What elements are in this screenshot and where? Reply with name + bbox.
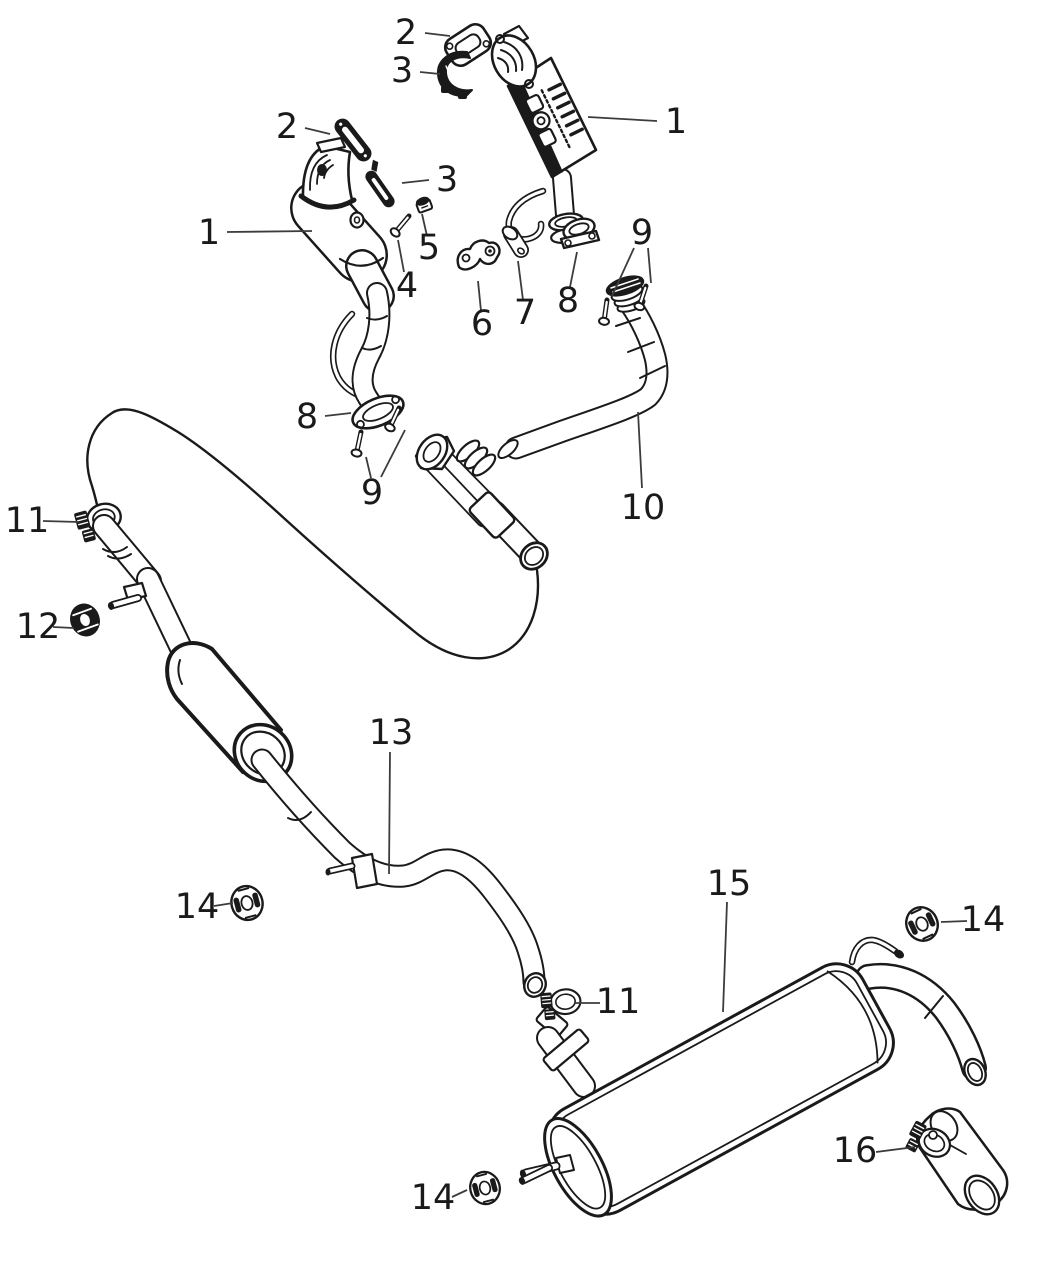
pipe-insulator bbox=[899, 900, 945, 948]
flange-bolt bbox=[599, 299, 612, 325]
leader-line bbox=[587, 116, 658, 122]
resonator-inlet-pipe bbox=[92, 514, 194, 662]
leader-line bbox=[421, 213, 428, 237]
callout-label: 6 bbox=[471, 304, 493, 344]
leader-line bbox=[304, 127, 331, 135]
leader-line bbox=[477, 280, 482, 312]
tailpipe bbox=[855, 963, 987, 1087]
exhaust-clamp-right bbox=[559, 217, 601, 250]
pipe-insulator bbox=[465, 1167, 505, 1209]
leader-line bbox=[388, 751, 391, 875]
pipe-insulator bbox=[65, 599, 105, 641]
band-clamp bbox=[538, 987, 583, 1022]
callout-label: 5 bbox=[418, 228, 440, 268]
front-y-pipe bbox=[414, 435, 549, 571]
callout-label: 8 bbox=[557, 281, 579, 321]
exhaust-pipe-loop bbox=[86, 408, 540, 660]
muffler-hanger-rod bbox=[848, 936, 905, 966]
callout-label: 11 bbox=[5, 501, 50, 541]
leader-line bbox=[637, 411, 643, 489]
leader-line bbox=[569, 251, 578, 288]
catalytic-converter-left bbox=[290, 136, 405, 430]
crossover-pipe bbox=[504, 275, 669, 460]
muffler-inlet-pipe bbox=[535, 1006, 596, 1098]
leader-line bbox=[52, 626, 75, 629]
callout-label: 1 bbox=[198, 213, 220, 253]
callout-label: 16 bbox=[833, 1131, 878, 1171]
leader-line bbox=[401, 179, 430, 184]
pipe-insulator bbox=[226, 881, 268, 925]
leader-line bbox=[647, 247, 652, 284]
hanger-bracket bbox=[456, 239, 501, 271]
leader-line bbox=[324, 412, 352, 417]
leader-line bbox=[722, 901, 728, 1013]
callout-label: 14 bbox=[961, 900, 1006, 940]
flange-bolt bbox=[389, 213, 413, 239]
leader-line bbox=[611, 247, 635, 297]
intermediate-pipe bbox=[250, 748, 547, 998]
insulator-pin bbox=[518, 1164, 553, 1185]
leader-line bbox=[940, 920, 968, 923]
leader-line bbox=[451, 1189, 468, 1198]
insulator-bushing bbox=[501, 225, 529, 258]
callout-label: 7 bbox=[514, 293, 536, 333]
leader-line bbox=[213, 902, 234, 907]
converter-clamp-top bbox=[436, 50, 473, 99]
callout-label: 1 bbox=[665, 102, 687, 142]
callout-label: 2 bbox=[276, 107, 298, 147]
leader-line bbox=[365, 456, 372, 479]
converter-inlet-cone bbox=[301, 136, 354, 208]
exhaust-tip bbox=[916, 1107, 1009, 1216]
flange-gasket-left bbox=[334, 118, 372, 162]
tip-clamp-bolt bbox=[928, 1130, 938, 1140]
flange-nut bbox=[415, 196, 434, 214]
callout-label: 3 bbox=[436, 160, 458, 200]
crossover-flange bbox=[605, 275, 646, 313]
leader-line bbox=[875, 1146, 916, 1153]
flange-gasket-ring-inner bbox=[422, 441, 442, 463]
callout-label: 15 bbox=[707, 864, 752, 904]
callout-label: 13 bbox=[369, 713, 414, 753]
leader-line bbox=[424, 32, 451, 37]
callout-label: 12 bbox=[16, 607, 61, 647]
callout-label: 9 bbox=[361, 473, 383, 513]
leader-line bbox=[42, 520, 80, 523]
callout-label: 9 bbox=[631, 213, 653, 253]
catalytic-converter-right bbox=[490, 24, 598, 244]
callout-label: 14 bbox=[175, 887, 220, 927]
callout-label: 11 bbox=[596, 982, 641, 1022]
callout-label: 14 bbox=[411, 1178, 456, 1218]
callout-label: 2 bbox=[395, 13, 417, 53]
muffler bbox=[543, 962, 895, 1218]
leader-line bbox=[397, 239, 405, 273]
callout-label: 10 bbox=[621, 488, 666, 528]
leader-line bbox=[517, 260, 524, 301]
leader-line bbox=[419, 71, 441, 75]
flange-bolt bbox=[351, 431, 366, 458]
callout-label: 8 bbox=[296, 397, 318, 437]
leader-line bbox=[226, 230, 313, 233]
callout-label: 4 bbox=[396, 266, 418, 306]
converter-clamp-left bbox=[365, 159, 395, 208]
callout-label: 3 bbox=[391, 51, 413, 91]
converter-inlet-flange bbox=[490, 24, 538, 89]
leader-line bbox=[380, 429, 406, 478]
